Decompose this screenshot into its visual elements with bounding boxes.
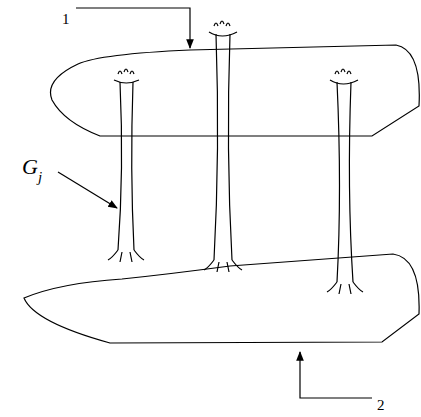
- upper-plane: [50, 45, 419, 136]
- tube: [108, 69, 144, 262]
- lower-plane: [24, 254, 419, 343]
- callout-number: 1: [62, 12, 70, 27]
- leader-line: [58, 172, 117, 208]
- symbol-subscript: j: [38, 170, 42, 185]
- tube: [204, 21, 242, 272]
- symbol-label: G: [22, 156, 38, 178]
- leader-line: [76, 8, 190, 48]
- callout-number: 2: [377, 398, 385, 413]
- tube: [327, 69, 363, 294]
- leader-line: [300, 352, 372, 398]
